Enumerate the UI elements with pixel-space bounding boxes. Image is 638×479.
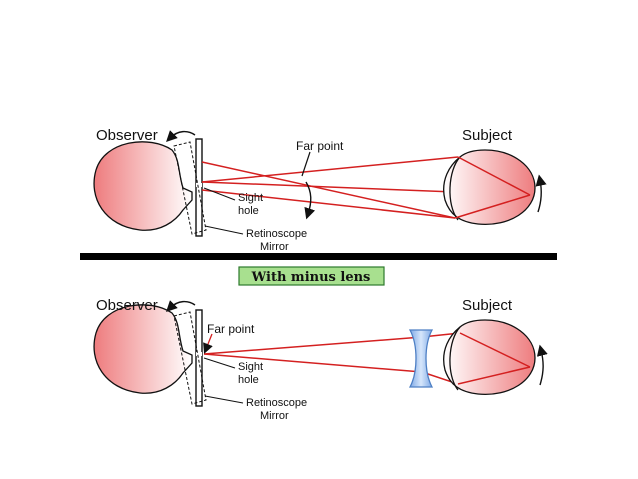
subject-cornea [449,326,461,391]
subject-eye [443,319,536,395]
minus-lens [408,329,434,388]
subject-cornea [449,156,461,221]
retinoscope-label-line1: Retinoscope [246,228,307,240]
ray [459,332,531,368]
retinoscope-mirror [195,138,203,237]
reflex-movement-arrow [535,174,547,213]
mirror-rotation-arrow [166,300,196,312]
far-point-label: Far point [207,322,255,336]
divider-bar [80,253,557,260]
banner-text: With minus lens [251,270,371,285]
far-point-label: Far point [296,139,344,153]
far-point-pointer [203,333,213,354]
bottom-panel: Observer Subject Far point Sight hole Re… [93,297,548,422]
observer-eye [93,141,193,231]
subject-label: Subject [462,127,513,144]
observer-label: Observer [96,297,158,314]
ray [201,156,459,183]
sight-hole-leader [203,187,236,201]
sight-hole-label-line1: Sight [238,192,263,204]
sight-hole-label-line2: hole [238,205,259,217]
retinoscope-label-line2: Mirror [260,410,289,422]
mirror-tilt-outline [173,141,207,235]
top-panel: Observer Subject Far point Sight hole Re… [93,127,547,253]
mirror-tilt-outline [173,311,207,405]
ray [457,366,531,385]
retinoscope-leader [204,395,244,404]
ray [457,156,531,196]
ray [203,353,423,373]
ray [201,161,456,219]
retinoscope-mirror [195,309,203,407]
reflex-movement-arrow [536,344,548,386]
sight-hole-label-line1: Sight [238,361,263,373]
sight-hole-leader [203,357,236,369]
ray [201,189,456,219]
far-point-movement-arrow [304,181,316,220]
ray [203,336,423,355]
subject-eye [443,149,536,225]
sight-hole-label-line2: hole [238,374,259,386]
retinoscope-label-line2: Mirror [260,241,289,253]
retinoscope-label-line1: Retinoscope [246,397,307,409]
subject-label: Subject [462,297,513,314]
minus-lens-banner: With minus lens [238,266,385,286]
ray [454,194,531,219]
retinoscope-leader [204,225,244,235]
mirror-rotation-arrow [166,130,196,142]
observer-eye [93,304,193,394]
far-point-pointer [301,151,311,177]
observer-label: Observer [96,127,158,144]
